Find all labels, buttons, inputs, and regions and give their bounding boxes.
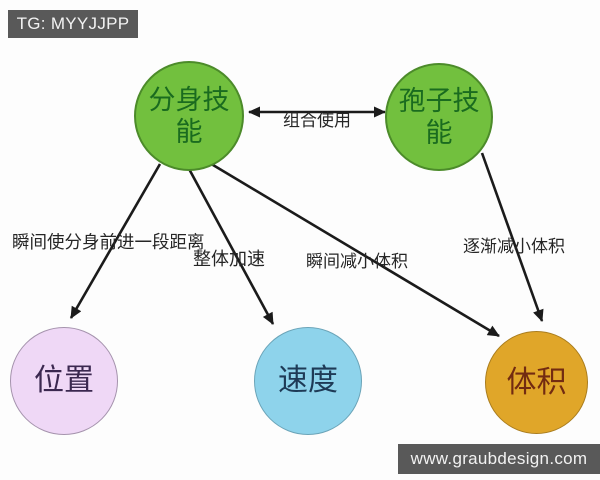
- edge-label-advance-distance: 瞬间使分身前进一段距离: [12, 232, 205, 252]
- node-position-label: 位置: [34, 364, 94, 397]
- node-clone-skill: 分身技能: [134, 61, 244, 171]
- node-volume: 体积: [485, 331, 588, 434]
- edge-label-combine-use: 组合使用: [283, 111, 351, 130]
- edge-clone-to-position-arrow: [69, 163, 162, 319]
- node-speed-label: 速度: [278, 364, 338, 397]
- watermark-telegram-badge: TG: MYYJJPP: [8, 10, 138, 38]
- edge-spore-to-volume-arrow: [480, 152, 544, 322]
- node-position: 位置: [10, 327, 118, 435]
- edge-clone-to-speed-arrow: [186, 166, 275, 325]
- node-spore-skill-label: 孢子技能: [398, 85, 480, 148]
- watermark-website-badge: www.graubdesign.com: [398, 444, 600, 474]
- node-volume-label: 体积: [506, 365, 567, 399]
- node-spore-skill: 孢子技能: [385, 63, 493, 171]
- node-clone-skill-label: 分身技能: [148, 84, 230, 147]
- edge-label-instant-shrink-volume: 瞬间减小体积: [306, 252, 408, 271]
- edge-label-overall-accelerate: 整体加速: [193, 249, 265, 269]
- edge-clone-to-volume-arrow: [207, 160, 500, 338]
- edge-label-gradual-shrink-volume: 逐渐减小体积: [463, 237, 565, 256]
- node-speed: 速度: [254, 327, 362, 435]
